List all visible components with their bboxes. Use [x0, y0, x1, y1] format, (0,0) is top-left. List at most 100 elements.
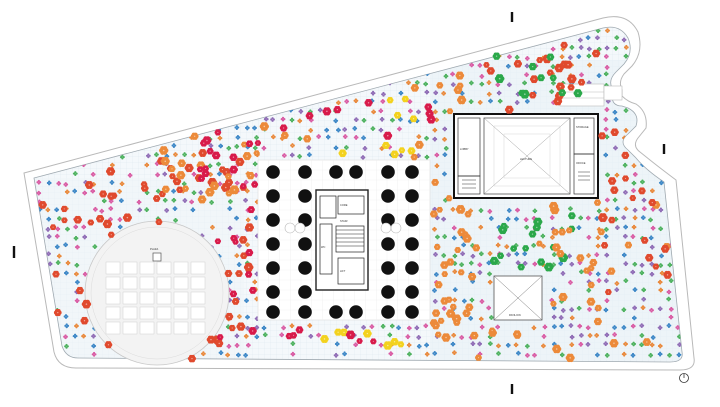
planting-mark [398, 90, 404, 96]
lecture-label: LECTURE [520, 157, 532, 161]
tree-canopy [52, 270, 60, 278]
tree-canopy [624, 241, 633, 249]
planting-mark [451, 350, 457, 356]
planting-mark [469, 62, 475, 68]
planting-mark [252, 125, 257, 131]
tree-canopy [201, 169, 210, 178]
planting-mark [658, 180, 664, 186]
planting-mark [459, 262, 465, 268]
tree-canopy [245, 271, 253, 278]
planting-mark [487, 271, 492, 277]
planting-mark [191, 190, 197, 196]
tree-canopy [107, 231, 115, 238]
planting-mark [423, 323, 429, 329]
planting-mark [64, 189, 70, 195]
tree-canopy [454, 246, 461, 253]
planting-mark [82, 271, 88, 277]
tree-canopy [248, 327, 257, 335]
planting-mark [234, 125, 240, 130]
planting-mark [576, 305, 582, 311]
planting-mark [46, 234, 52, 239]
planting-mark [72, 171, 78, 176]
planting-mark [506, 82, 512, 88]
planting-mark [452, 287, 458, 293]
tree-canopy [209, 181, 219, 191]
planting-mark [432, 136, 438, 142]
tree-canopy [84, 180, 94, 190]
planting-mark [487, 279, 493, 285]
planting-mark [568, 323, 574, 328]
planting-mark [468, 99, 474, 105]
planting-mark [639, 342, 644, 348]
planting-mark [181, 181, 187, 187]
planting-mark [406, 342, 412, 348]
planting-mark [657, 279, 663, 285]
planting-mark [36, 179, 42, 185]
tree-canopy [610, 128, 619, 137]
planting-mark [144, 207, 150, 213]
planting-mark [604, 207, 610, 213]
planting-mark [73, 235, 79, 241]
planting-mark [46, 216, 52, 222]
planting-mark [522, 80, 527, 86]
planting-mark [92, 244, 98, 250]
planting-mark [171, 143, 177, 148]
tree-canopy [279, 124, 288, 132]
planting-mark [442, 152, 448, 158]
planting-mark [91, 343, 97, 349]
tree-canopy [645, 253, 654, 262]
planting-mark [551, 252, 557, 257]
column [298, 261, 312, 275]
planting-mark [245, 325, 251, 331]
planting-mark [73, 224, 79, 230]
paving-tile [190, 261, 206, 275]
planting-mark [443, 145, 449, 151]
planting-mark [595, 28, 601, 34]
tree-canopy [290, 332, 298, 339]
planting-mark [541, 334, 547, 339]
tree-canopy [462, 309, 471, 318]
tree-canopy [169, 173, 176, 180]
planting-mark [515, 350, 521, 356]
planting-mark [586, 234, 592, 240]
planting-mark [99, 208, 105, 214]
planting-mark [649, 188, 655, 194]
planting-mark [524, 224, 530, 230]
planting-mark [261, 325, 267, 331]
paving-tile [139, 261, 155, 275]
planting-mark [416, 109, 421, 115]
tree-canopy [492, 52, 501, 60]
planting-mark [550, 234, 555, 240]
planting-mark [579, 72, 584, 78]
planting-mark [290, 351, 296, 357]
core-label-top: CORE [340, 203, 348, 207]
planting-mark [74, 271, 79, 277]
planting-mark [336, 100, 341, 106]
planting-mark [657, 343, 663, 349]
planting-mark [56, 253, 62, 259]
tree-canopy [168, 165, 176, 173]
planting-mark [290, 143, 295, 148]
tree-canopy [457, 269, 465, 276]
planting-mark [623, 261, 629, 267]
planting-mark [378, 127, 384, 133]
site-boundary-inner [33, 26, 683, 363]
planting-mark [173, 217, 178, 223]
planting-mark [298, 109, 304, 114]
wc-label: WC [321, 245, 325, 249]
tree-canopy [107, 192, 116, 200]
tree-canopy [249, 286, 257, 294]
planting-mark [54, 207, 60, 213]
planting-mark [297, 118, 303, 124]
planting-mark [657, 325, 663, 331]
column [349, 305, 363, 319]
planting-mark [452, 297, 458, 303]
planting-mark [218, 350, 224, 356]
planting-mark [262, 332, 268, 338]
planting-mark [370, 126, 376, 131]
tree-canopy [197, 175, 206, 182]
planting-mark [432, 127, 438, 133]
planting-mark [604, 298, 610, 304]
paving-tile [156, 261, 172, 275]
planting-mark [56, 181, 62, 186]
